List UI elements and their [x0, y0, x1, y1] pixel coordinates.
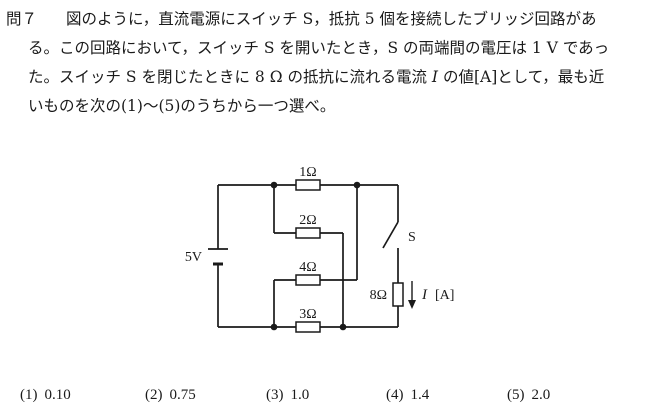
label-switch: S	[408, 230, 416, 245]
question-line-3: た。スイッチ S を閉じたときに 8 Ω の抵抗に流れる電流 I の値[A]とし…	[28, 68, 605, 86]
current-arrow	[408, 281, 416, 309]
choice-3[interactable]: (3)1.0	[266, 387, 310, 403]
answer-choices: (1)0.10 (2)0.75 (3)1.0 (4)1.4 (5)2.0	[0, 387, 648, 409]
resistor-2ohm	[295, 227, 321, 239]
label-4ohm: 4Ω	[299, 260, 316, 275]
question-line-4: いものを次の(1)～(5)のうちから一つ選べ。	[28, 97, 336, 115]
resistor-4ohm	[295, 274, 321, 286]
choice-5[interactable]: (5)2.0	[507, 387, 551, 403]
label-source-voltage: 5V	[185, 250, 202, 265]
label-1ohm: 1Ω	[299, 165, 316, 180]
bridge-circuit-diagram: 1Ω 2Ω 4Ω 3Ω 5V S 8Ω I [A]	[185, 165, 454, 333]
junction-dots	[270, 181, 361, 331]
choice-2[interactable]: (2)0.75	[145, 387, 196, 403]
question-line-2: る。この回路において，スイッチ S を開いたとき，S の両端間の電圧は 1 V …	[28, 39, 610, 57]
label-2ohm: 2Ω	[299, 213, 316, 228]
switch-blade	[382, 221, 399, 249]
label-8ohm: 8Ω	[370, 288, 387, 303]
question-number: 問７	[6, 10, 38, 28]
resistor-3ohm	[295, 321, 321, 333]
battery-symbol	[208, 248, 228, 266]
resistor-1ohm	[295, 179, 321, 191]
choice-1[interactable]: (1)0.10	[20, 387, 71, 403]
label-current-unit: [A]	[435, 288, 454, 303]
choice-4[interactable]: (4)1.4	[386, 387, 430, 403]
current-variable: I	[431, 68, 439, 86]
label-3ohm: 3Ω	[299, 307, 316, 322]
label-current-variable: I	[421, 287, 428, 303]
circuit-wires	[217, 184, 399, 328]
resistor-8ohm	[392, 282, 404, 307]
